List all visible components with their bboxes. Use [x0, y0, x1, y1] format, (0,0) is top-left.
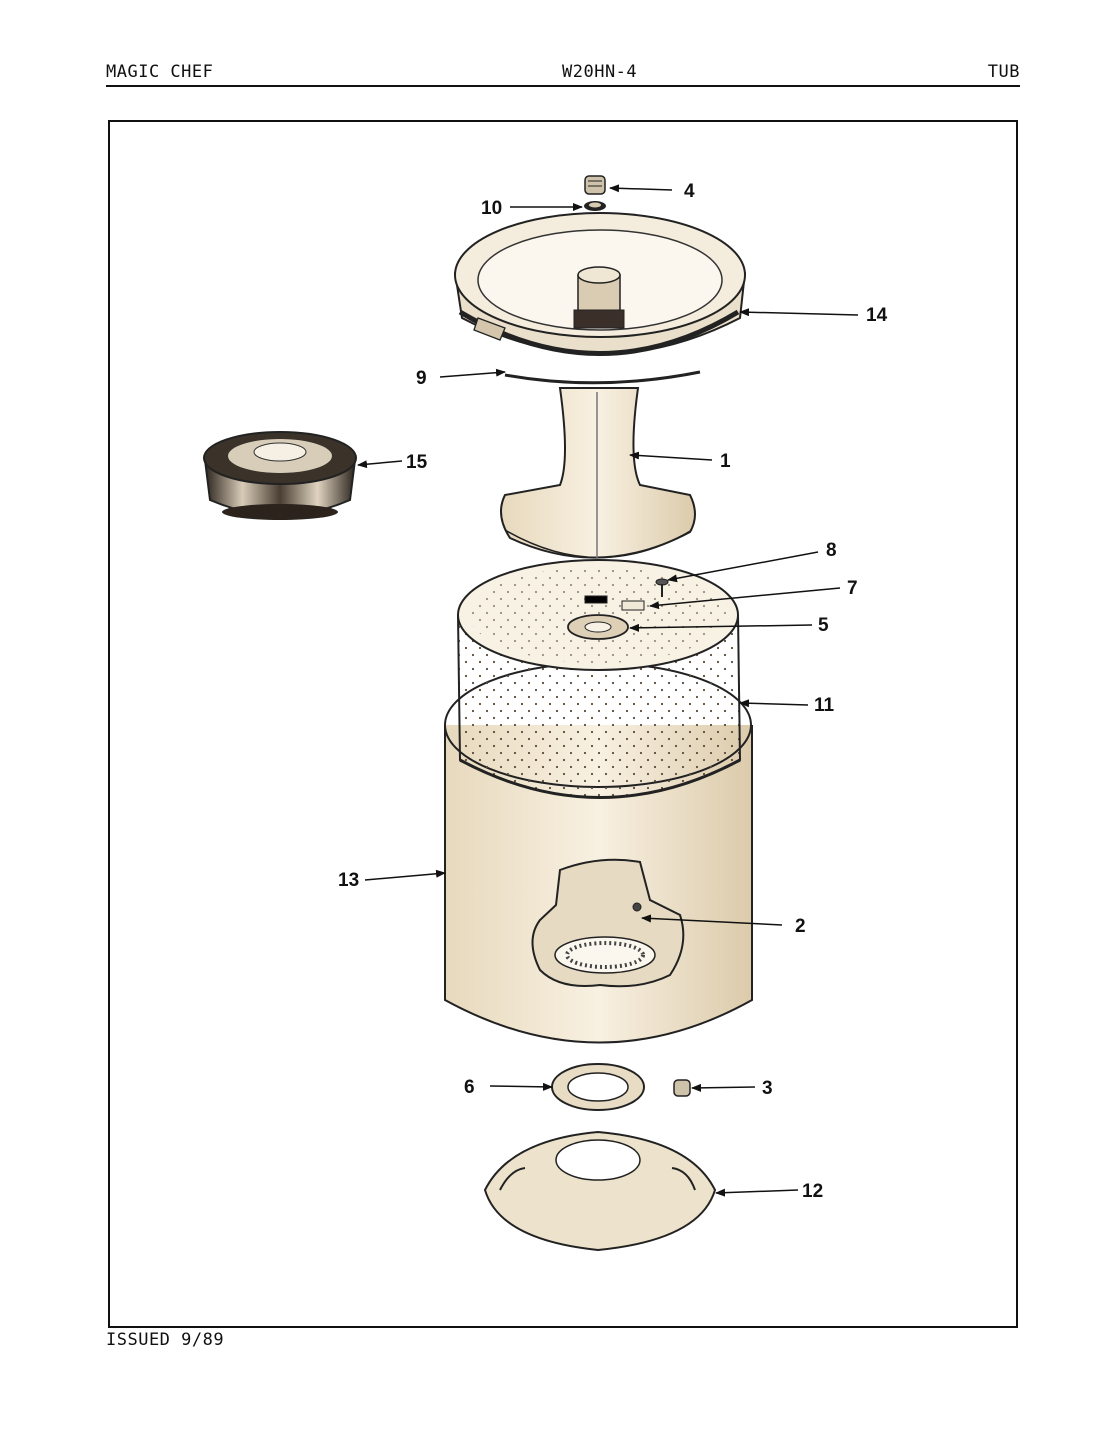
model-number: W20HN-4 [562, 62, 638, 82]
part-gasket [504, 370, 701, 385]
leader-15 [357, 460, 403, 469]
callout-13: 13 [338, 870, 359, 891]
brand-name: MAGIC CHEF [106, 62, 214, 82]
callout-3: 3 [762, 1078, 773, 1099]
leader-7 [649, 587, 841, 610]
part-nut [673, 1079, 691, 1097]
part-bolt [584, 175, 606, 195]
part-washer [584, 201, 606, 211]
callout-labels: 4 10 14 9 1 15 8 7 5 11 13 2 6 3 12 [338, 181, 888, 1202]
part-agitator-cap [203, 431, 357, 520]
callout-7: 7 [847, 578, 858, 599]
leader-8 [667, 551, 819, 583]
leader-11 [739, 699, 809, 708]
leader-2 [641, 914, 783, 926]
callout-5: 5 [818, 615, 829, 636]
leader-6 [489, 1082, 553, 1091]
leader-lines [357, 184, 859, 1197]
diagram-frame [108, 120, 1018, 1328]
leader-14 [739, 308, 859, 317]
callout-6: 6 [464, 1077, 475, 1098]
leader-4 [609, 184, 673, 193]
part-mounting-plate [551, 1063, 645, 1111]
callout-14: 14 [866, 305, 888, 326]
part-screw [655, 578, 669, 597]
callout-1: 1 [720, 451, 731, 472]
section-title: TUB [987, 62, 1020, 82]
leader-5 [629, 623, 813, 632]
callout-2: 2 [795, 916, 806, 937]
callout-15: 15 [406, 452, 428, 473]
leader-1 [629, 451, 713, 461]
callout-11: 11 [814, 695, 835, 716]
callout-10: 10 [481, 198, 502, 219]
leader-13 [364, 869, 446, 881]
leader-3 [691, 1083, 756, 1092]
callout-9: 9 [416, 368, 427, 389]
header-rule [106, 85, 1020, 87]
part-agitator [500, 387, 696, 580]
callout-12: 12 [802, 1181, 823, 1202]
part-hub [567, 595, 645, 640]
callout-8: 8 [826, 540, 837, 561]
part-agitator-shaft-top [573, 266, 625, 329]
part-base [483, 1130, 717, 1252]
callout-4: 4 [684, 181, 695, 202]
issued-date: ISSUED 9/89 [106, 1330, 225, 1350]
leader-9 [439, 368, 506, 378]
leader-12 [715, 1188, 799, 1197]
part-drain-fitting [531, 858, 685, 988]
